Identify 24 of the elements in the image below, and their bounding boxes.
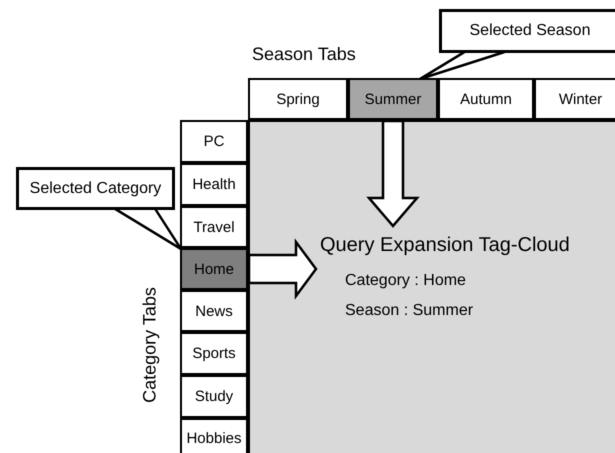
tab: Health bbox=[180, 163, 248, 206]
tab: Hobbies bbox=[180, 418, 248, 453]
panel-text: Category : Home bbox=[345, 272, 466, 290]
panel-heading: Query Expansion Tag-Cloud bbox=[320, 234, 570, 257]
tab: Spring bbox=[248, 78, 348, 120]
tab: Travel bbox=[180, 206, 248, 248]
axis-label: Category Tabs bbox=[140, 287, 160, 403]
block-arrow bbox=[366, 120, 420, 228]
tab: Study bbox=[180, 375, 248, 418]
tab: Winter bbox=[534, 78, 615, 120]
axis-label: Season Tabs bbox=[252, 44, 356, 65]
tab: PC bbox=[180, 120, 248, 163]
callout-pointer bbox=[114, 208, 182, 250]
tab: Sports bbox=[180, 332, 248, 375]
tab: Summer bbox=[348, 78, 438, 120]
block-arrow bbox=[248, 238, 318, 300]
tab: News bbox=[180, 290, 248, 332]
callout-box: Selected Season bbox=[439, 9, 615, 53]
callout-box: Selected Category bbox=[16, 167, 175, 210]
panel-text: Season : Summer bbox=[345, 302, 474, 320]
callout-pointer bbox=[418, 50, 506, 80]
tab: Autumn bbox=[438, 78, 534, 120]
tab: Home bbox=[180, 248, 248, 290]
content-panel bbox=[248, 120, 615, 453]
